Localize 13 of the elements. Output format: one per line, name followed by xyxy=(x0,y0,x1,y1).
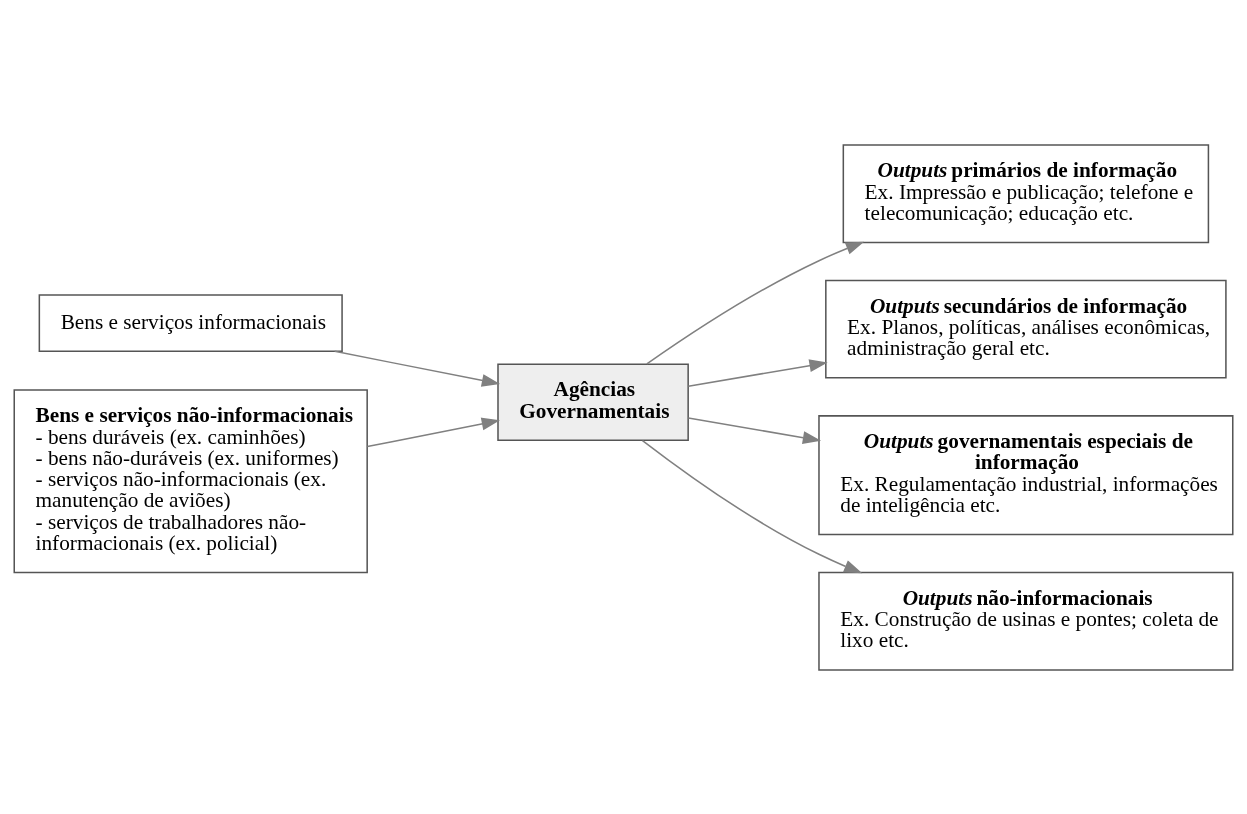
arrow xyxy=(687,416,822,444)
node-box: Outputs secundários de informação Ex. Planos, políticas, análises econômicas, administração geral etc. xyxy=(825,279,1227,379)
arrow xyxy=(366,417,500,447)
arrow xyxy=(646,241,865,365)
node-box: Outputs não-informacionais Ex. Construção de usinas e pontes; coleta de lixo etc. xyxy=(818,571,1234,671)
node-box: Bens e serviços não-informacionais - bens duráveis (ex. caminhões) - bens não-duráveis (ex. uniformes) - serviços não-informacionais (ex. manutenção de aviões) - serviços de trabalhadores não-informacionais (ex. policial) xyxy=(13,388,368,573)
node-box: Outputs primários de informação Ex. Impressão e publicação; telefone e telecomunicação; educação etc. xyxy=(842,143,1210,243)
arrow xyxy=(641,439,863,573)
arrow xyxy=(687,358,828,387)
node-box: Agências Governamentais xyxy=(497,362,689,441)
node-box: Bens e serviços informacionais xyxy=(38,293,343,352)
arrow xyxy=(333,350,501,387)
node-box: Outputs governamentais especiais de informação Ex. Regulamentação industrial, informações de inteligência etc. xyxy=(818,414,1234,535)
